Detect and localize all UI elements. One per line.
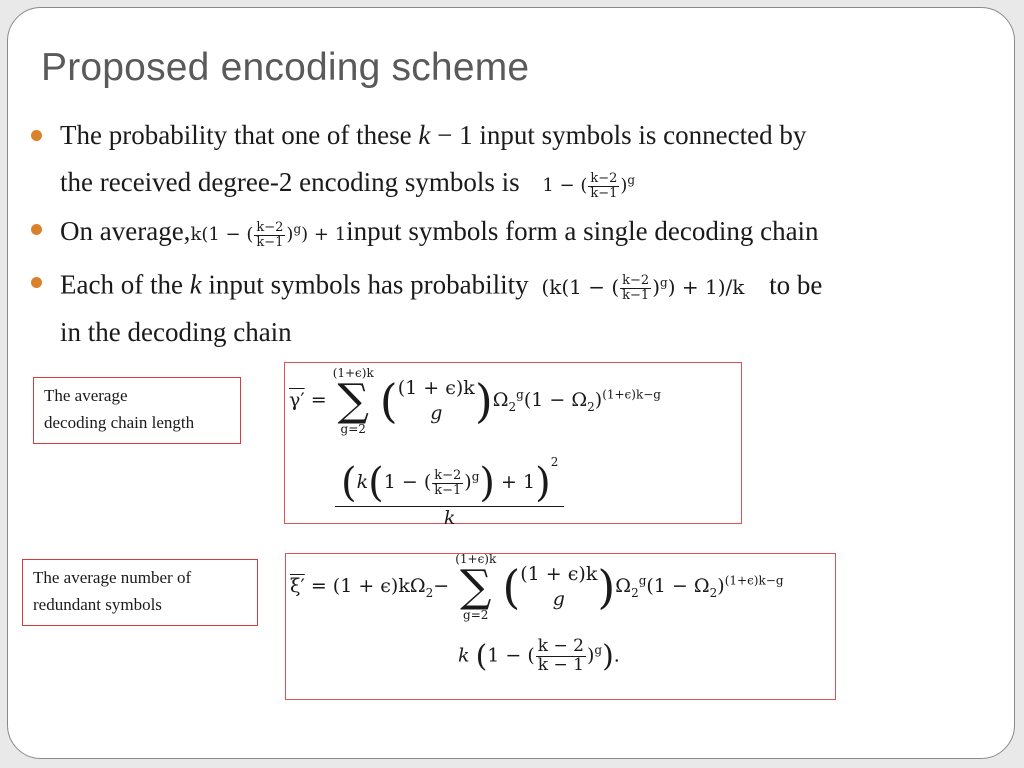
bullet-3-line-1: Each of the k input symbols has probabil… [60,269,823,303]
bullet-1-line-2: the received degree-2 encoding symbols i… [60,167,636,201]
sum-symbol: (1+ϵ)k ∑ g=2 [455,552,497,622]
bullet-dot-icon [31,130,42,141]
bullet-dot-icon [31,277,42,288]
bullet-1: The probability that one of these k − 1 … [31,113,807,208]
bullet-dot-icon [31,224,42,235]
bullet-1-line-1: The probability that one of these k − 1 … [60,120,807,150]
label-redundant-symbols: The average number of redundant symbols [22,559,258,626]
slide-title: Proposed encoding scheme [41,46,530,89]
bullet-3-line-2: in the decoding chain [60,316,292,347]
bullet-3: Each of the k input symbols has probabil… [31,260,823,355]
label-chain-length: The average decoding chain length [33,377,241,444]
slide: Proposed encoding scheme The probability… [7,7,1015,759]
sum-symbol: (1+ϵ)k ∑ g=2 [332,366,374,436]
